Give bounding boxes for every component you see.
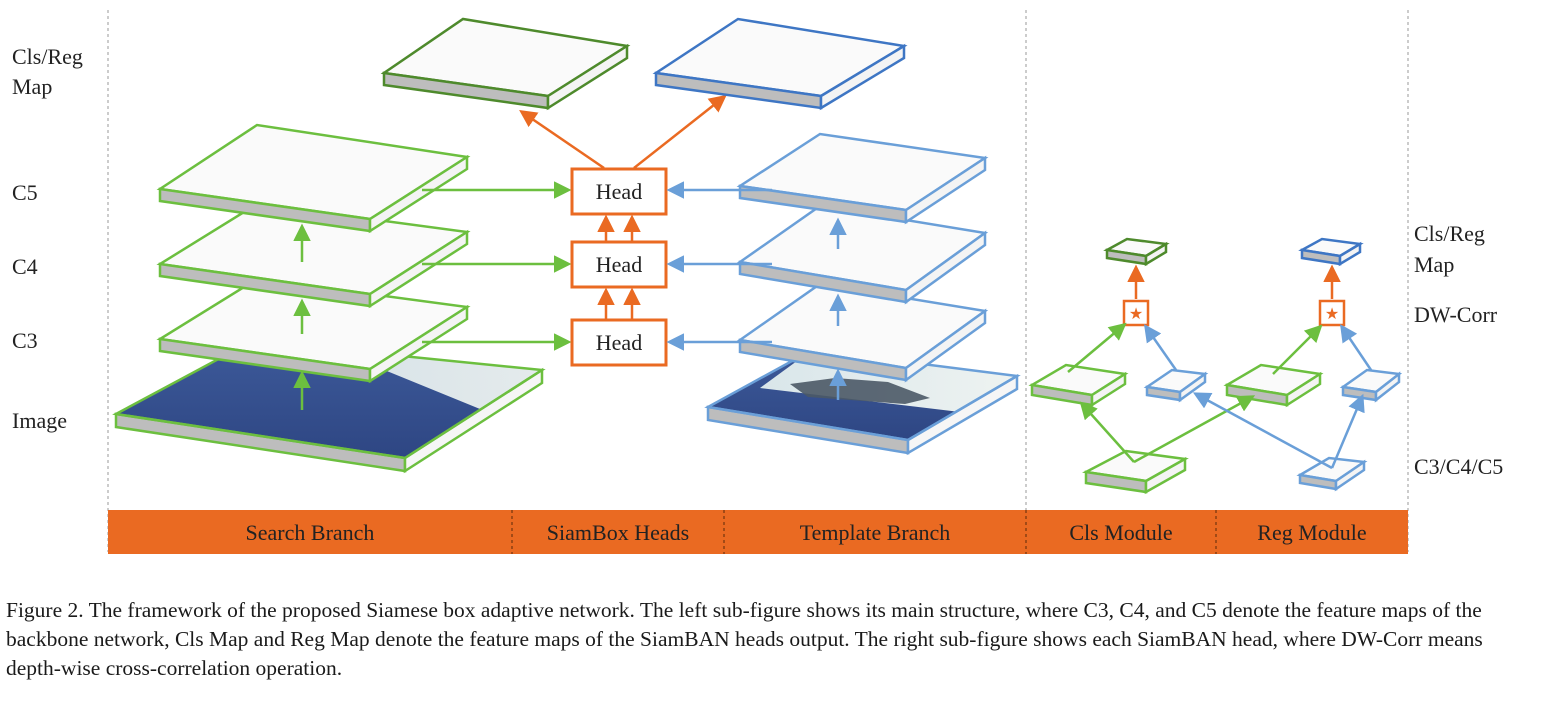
band-siambox-heads: SiamBox Heads (547, 520, 689, 545)
cls-map-slab (380, 17, 631, 111)
head-box-c4 (570, 240, 668, 289)
band-search-branch: Search Branch (246, 520, 375, 545)
search-c4-slab (156, 202, 471, 309)
head-label-c5: Head (596, 179, 642, 204)
label-image: Image (12, 408, 67, 433)
head-box-c5 (570, 167, 668, 216)
template-c5-slab (736, 132, 989, 225)
head-label-c3: Head (596, 330, 642, 355)
right-label-cls-reg-line2: Map (1414, 252, 1454, 277)
search-c5-slab (156, 123, 471, 234)
right-labels: Cls/Reg Map DW-Corr C3/C4/C5 (1414, 221, 1503, 479)
label-c5: C5 (12, 180, 38, 205)
reg-dw-corr-box (1318, 299, 1346, 327)
template-c4-slab (736, 204, 989, 305)
search-to-head-arrows (422, 181, 572, 351)
head-stack-arrows (519, 94, 727, 319)
figure-caption: Figure 2. The framework of the proposed … (6, 598, 1483, 680)
search-image-slab (112, 339, 546, 474)
right-label-c3c4c5: C3/C4/C5 (1414, 454, 1503, 479)
label-c4: C4 (12, 254, 38, 279)
module-source-slabs (1079, 392, 1368, 495)
reg-map-slab (652, 17, 908, 111)
siambox-heads: Head Head Head (570, 167, 668, 367)
template-c3-slab (736, 282, 989, 383)
star-icon: ★ (1325, 306, 1339, 323)
label-cls-reg-map-line1: Cls/Reg (12, 44, 83, 69)
right-label-cls-reg-line1: Cls/Reg (1414, 221, 1485, 246)
head-label-c4: Head (596, 252, 642, 277)
band-reg-module: Reg Module (1257, 520, 1366, 545)
search-c3-slab (156, 277, 471, 384)
left-row-labels: Cls/Reg Map C5 C4 C3 Image (12, 44, 83, 433)
reg-module: ★ (1223, 237, 1403, 408)
right-label-dw-corr: DW-Corr (1414, 302, 1498, 327)
label-c3: C3 (12, 328, 38, 353)
head-box-c3 (570, 318, 668, 367)
template-to-head-arrows (666, 181, 772, 351)
cls-module: ★ (1028, 237, 1209, 408)
band-cls-module: Cls Module (1069, 520, 1172, 545)
column-dividers (107, 10, 1409, 552)
bottom-band: Search Branch SiamBox Heads Template Bra… (108, 510, 1408, 554)
star-icon: ★ (1129, 306, 1143, 323)
label-cls-reg-map-line2: Map (12, 74, 52, 99)
cls-dw-corr-box (1122, 299, 1150, 327)
band-template-branch: Template Branch (800, 520, 951, 545)
